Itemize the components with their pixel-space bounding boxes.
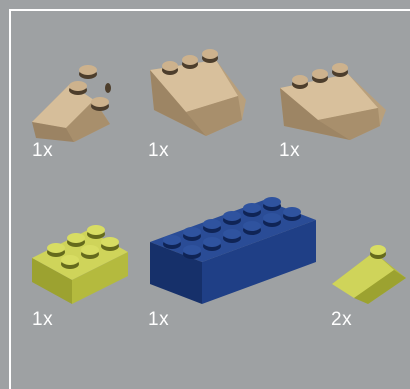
slope-brick-3x3-icon bbox=[276, 54, 392, 144]
quantity-label: 2x bbox=[331, 309, 352, 331]
brick-2x3-icon bbox=[28, 222, 132, 308]
quantity-label: 1x bbox=[148, 309, 169, 331]
slope-brick-2x2-icon bbox=[30, 58, 112, 144]
quantity-label: 1x bbox=[32, 140, 53, 162]
quantity-label: 1x bbox=[279, 140, 300, 162]
quantity-label: 1x bbox=[32, 309, 53, 331]
brick-2x6-icon bbox=[146, 196, 320, 308]
slope-brick-1x2-icon bbox=[328, 240, 410, 306]
quantity-label: 1x bbox=[148, 140, 169, 162]
slope-brick-3x3-icon bbox=[146, 40, 252, 140]
